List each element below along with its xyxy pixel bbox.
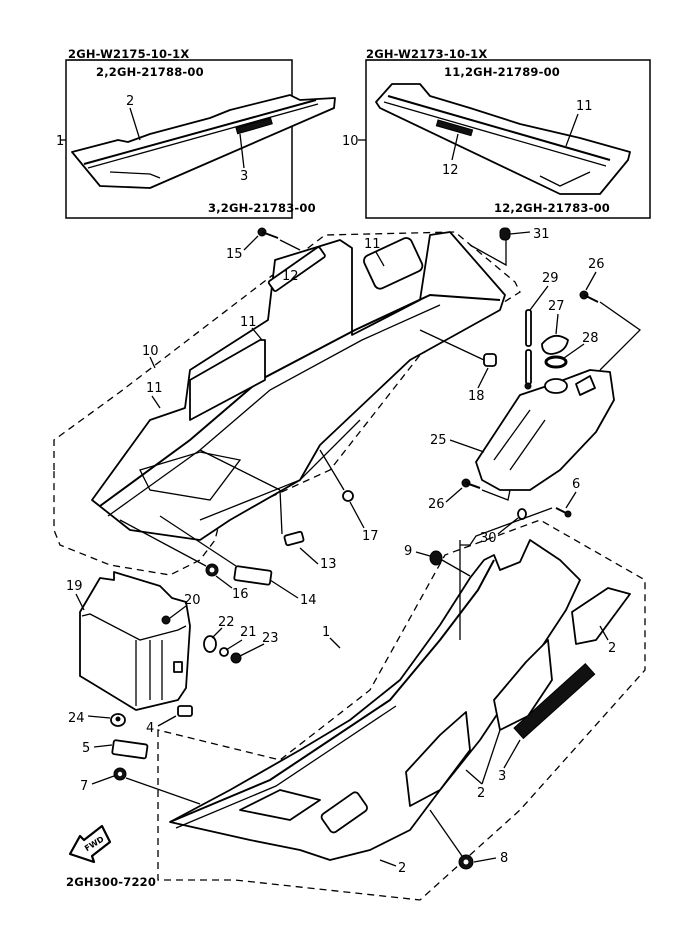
reservoir-tank: 29 27 28 26 25 26 6 <box>428 257 642 546</box>
callout-2: 2 <box>477 786 485 801</box>
callout-28: 28 <box>582 331 599 346</box>
emblem-plate-2 <box>571 587 631 645</box>
callout-26: 26 <box>428 497 445 512</box>
callout-10: 10 <box>142 344 159 359</box>
callout-2: 2 <box>398 861 406 876</box>
callout-27: 27 <box>548 299 565 314</box>
bolt-15 <box>257 227 301 251</box>
callout-24: 24 <box>68 711 85 726</box>
callout-11: 11 <box>364 237 381 252</box>
callout-19: 19 <box>66 579 83 594</box>
collar-22 <box>203 635 217 653</box>
callout-9: 9 <box>404 544 412 559</box>
side-cover-lower <box>169 539 581 861</box>
callout-11: 11 <box>146 381 163 396</box>
inset-right-part-top: 11,2GH-21789-00 <box>444 65 560 79</box>
cap-27 <box>541 334 569 355</box>
callout-20: 20 <box>184 593 201 608</box>
emblem-mark-right <box>435 119 474 137</box>
side-cover-upper <box>91 231 506 541</box>
callout-22: 22 <box>218 615 235 630</box>
inset-left-group-ref: 1 <box>56 134 64 149</box>
callout-4: 4 <box>146 721 154 736</box>
cap-seat <box>544 378 568 394</box>
grommet-18 <box>483 353 497 367</box>
bolt-23 <box>230 652 242 664</box>
lower-assembly: 1 2 2 2 3 8 9 30 <box>157 508 646 901</box>
inset-right: 2GH-W2173-10-1X 11,2GH-21789-00 12,2GH-2… <box>342 47 651 219</box>
inset-left-assembly-code: 2GH-W2175-10-1X <box>68 47 189 61</box>
cushion-13 <box>283 530 305 547</box>
inset-right-callout-11: 11 <box>576 99 593 114</box>
callout-14: 14 <box>300 593 317 608</box>
callout-5: 5 <box>82 741 90 756</box>
callout-16: 16 <box>232 587 249 602</box>
drawing-number: 2GH300-7220 <box>66 875 156 889</box>
callout-15: 15 <box>226 247 243 262</box>
emblem-plate-11 <box>363 237 424 290</box>
callout-29: 29 <box>542 271 559 286</box>
callout-3: 3 <box>498 769 506 784</box>
inset-left-part-bottom: 3,2GH-21783-00 <box>208 201 316 215</box>
callout-17: 17 <box>362 529 379 544</box>
upper-assembly: 10 11 11 11 12 15 18 17 13 <box>53 227 550 608</box>
emblem-strip-12 <box>267 246 326 292</box>
inset-right-assembly-code: 2GH-W2173-10-1X <box>366 47 487 61</box>
callout-12: 12 <box>282 269 299 284</box>
callout-11: 11 <box>240 315 257 330</box>
inset-right-group-ref: 10 <box>342 134 359 149</box>
cushion-4 <box>177 705 193 717</box>
inset-left: 2GH-W2175-10-1X 2,2GH-21788-00 3,2GH-217… <box>56 47 336 219</box>
callout-26: 26 <box>588 257 605 272</box>
emblem-plate-2 <box>320 791 368 834</box>
grommet-31 <box>499 227 511 241</box>
callout-7: 7 <box>80 779 88 794</box>
callout-8: 8 <box>500 851 508 866</box>
lower-vent <box>239 789 321 821</box>
callout-1: 1 <box>322 625 330 640</box>
battery-box: 19 20 22 21 23 24 4 5 7 <box>66 571 279 805</box>
callout-23: 23 <box>262 631 279 646</box>
callout-30: 30 <box>480 531 497 546</box>
callout-25: 25 <box>430 433 447 448</box>
callout-18: 18 <box>468 389 485 404</box>
hose-29 <box>525 309 532 347</box>
inset-left-callout-2: 2 <box>126 94 134 109</box>
bolt-20 <box>161 615 171 625</box>
battery-case-19 <box>79 571 191 711</box>
collar-30 <box>517 508 527 520</box>
inset-right-part-bottom: 12,2GH-21783-00 <box>494 201 610 215</box>
fwd-arrow-icon <box>68 824 112 864</box>
callout-21: 21 <box>240 625 257 640</box>
inset-right-callout-12: 12 <box>442 163 459 178</box>
fwd-arrow: FWD <box>68 824 112 864</box>
emblem-3 <box>513 663 596 740</box>
band-5 <box>111 739 149 760</box>
emblem-plate-2 <box>405 711 471 807</box>
inset-left-callout-3: 3 <box>240 169 248 184</box>
callout-13: 13 <box>320 557 337 572</box>
grommet-9 <box>429 550 443 566</box>
band-14 <box>233 565 273 586</box>
seal-28 <box>544 355 568 369</box>
callout-2: 2 <box>608 641 616 656</box>
emblem-mark <box>235 117 273 135</box>
clip <box>173 661 183 673</box>
callout-31: 31 <box>533 227 550 242</box>
callout-6: 6 <box>572 477 580 492</box>
nut-17 <box>342 490 354 502</box>
inset-left-part-top: 2,2GH-21788-00 <box>96 65 204 79</box>
